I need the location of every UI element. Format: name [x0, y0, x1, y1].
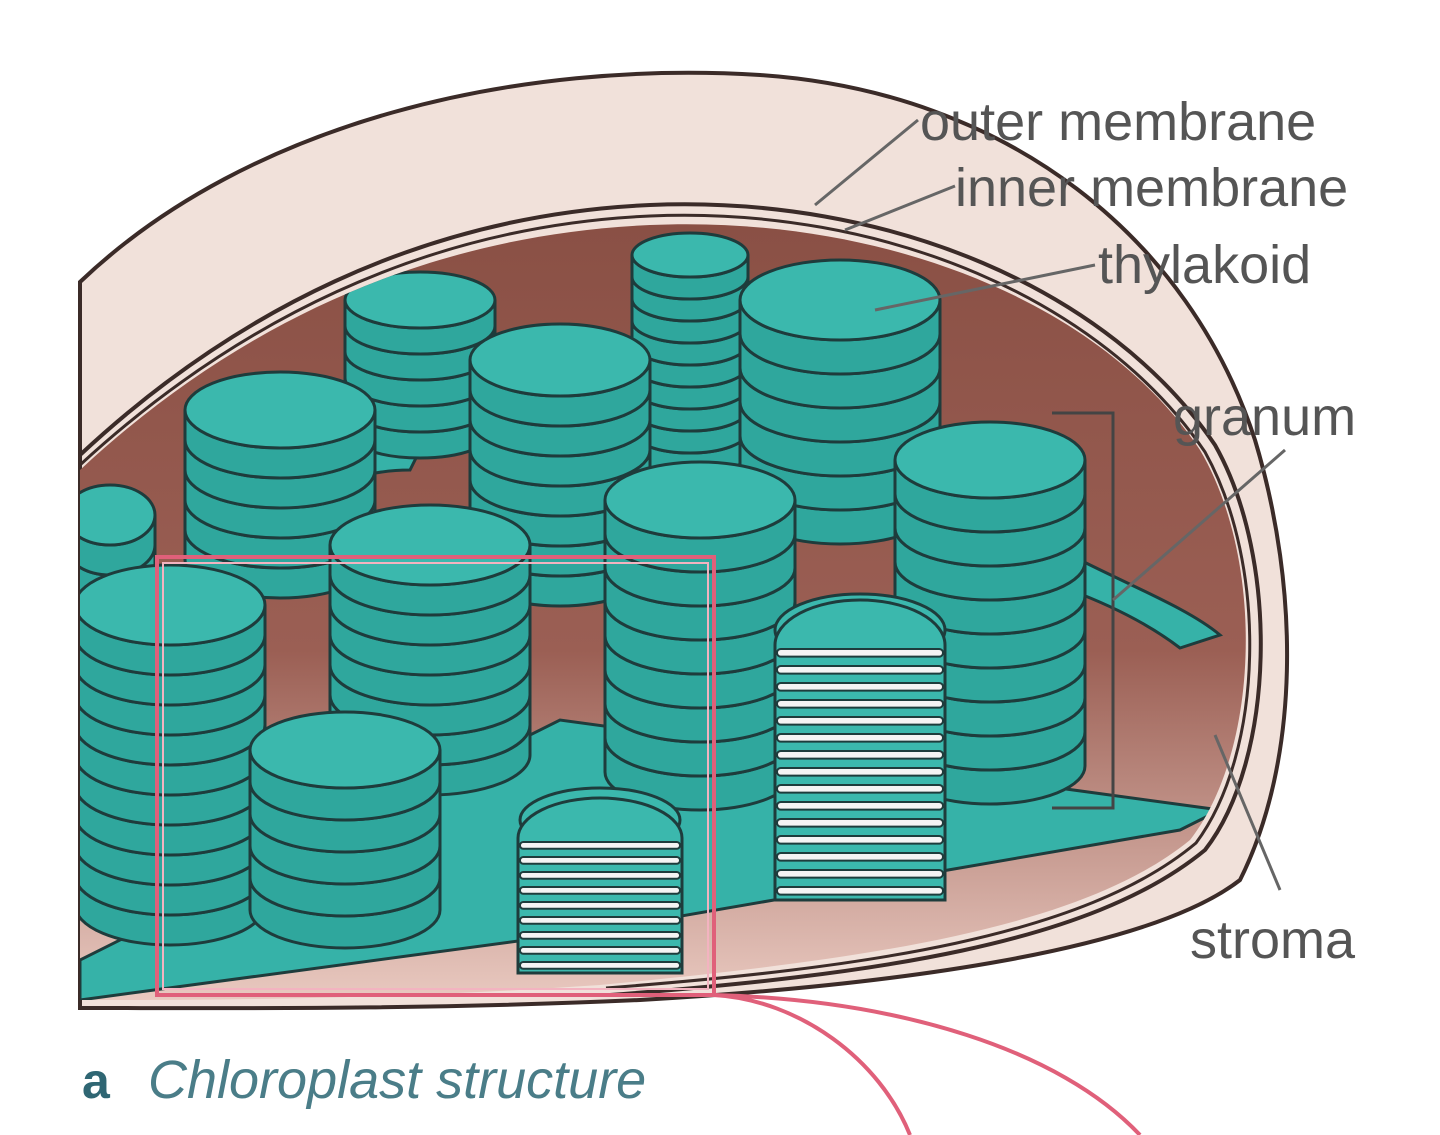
granum-label: granum: [1173, 387, 1356, 447]
zoom-line-right: [713, 993, 1142, 1135]
thylakoid-lumen: [519, 871, 681, 880]
inner-membrane-shape: [78, 202, 1263, 997]
thylakoid-lumen: [519, 961, 681, 970]
caption-letter: a: [82, 1053, 111, 1109]
granum-leader: [1112, 448, 1286, 602]
thylakoid-lumen: [519, 931, 681, 940]
thylakoid-disc-top: [738, 258, 942, 342]
thylakoid-lumen: [776, 699, 944, 709]
detail-highlight-box: [155, 555, 716, 997]
stroma-leader: [1213, 734, 1282, 891]
leader-lines: [814, 118, 1286, 891]
thylakoid-lumen: [776, 852, 944, 862]
caption-title: Chloroplast structure: [148, 1050, 646, 1110]
thylakoid-lumen: [776, 818, 944, 828]
thylakoid-lumen: [776, 784, 944, 794]
cut-granum: [773, 598, 947, 902]
thylakoid-disc-top: [183, 370, 377, 450]
thylakoid-lumen: [519, 841, 681, 850]
granum-stack: [603, 460, 797, 812]
cut-granum: [516, 796, 684, 975]
thylakoid-lumen: [776, 750, 944, 760]
outer-membrane-leader: [814, 118, 919, 207]
thylakoid-lumen: [776, 682, 944, 692]
thylakoid-disc-top: [80, 483, 157, 547]
thylakoid-lumen: [776, 716, 944, 726]
thylakoid-system: [80, 231, 1226, 1000]
thylakoid-lumen: [776, 665, 944, 675]
thylakoid-lumen: [776, 835, 944, 845]
thylakoid-lumen: [776, 801, 944, 811]
thylakoid-lumen: [776, 648, 944, 658]
cut-grana: [516, 598, 947, 975]
thylakoid-lumen: [519, 901, 681, 910]
thylakoid-disc-top: [80, 563, 267, 647]
granum-bracket: [1052, 411, 1115, 810]
thylakoid-lumen: [776, 733, 944, 743]
thylakoid-lumen: [519, 916, 681, 925]
outer-membrane-label: outer membrane: [920, 92, 1316, 152]
thylakoid-lumen: [776, 767, 944, 777]
thylakoid-disc-top: [468, 322, 652, 398]
zoom-line-left: [713, 993, 912, 1135]
inner-membrane-leader: [844, 184, 956, 232]
thylakoid-disc-top: [248, 710, 442, 790]
thylakoid-disc-top: [630, 231, 750, 279]
thylakoid-disc-top: [343, 270, 497, 330]
thylakoid-lumen: [519, 946, 681, 955]
granum-stack: [80, 563, 267, 947]
granum-stack: [343, 270, 497, 460]
thylakoid-disc-top: [328, 503, 532, 587]
thylakoid-lumen: [519, 856, 681, 865]
granum-stack: [248, 710, 442, 950]
thylakoid-lumen: [776, 886, 944, 896]
stroma-lamella-connector: [1068, 557, 1224, 650]
stroma-label: stroma: [1190, 910, 1356, 970]
thylakoid-disc-top: [603, 460, 797, 540]
granum-stack: [630, 231, 750, 477]
inner-membrane-label: inner membrane: [955, 158, 1348, 218]
thylakoid-disc-top: [893, 420, 1087, 500]
thylakoid-leader: [874, 263, 1096, 312]
thylakoid-lumen: [519, 886, 681, 895]
thylakoid-label: thylakoid: [1098, 235, 1311, 295]
thylakoid-lumen: [776, 869, 944, 879]
